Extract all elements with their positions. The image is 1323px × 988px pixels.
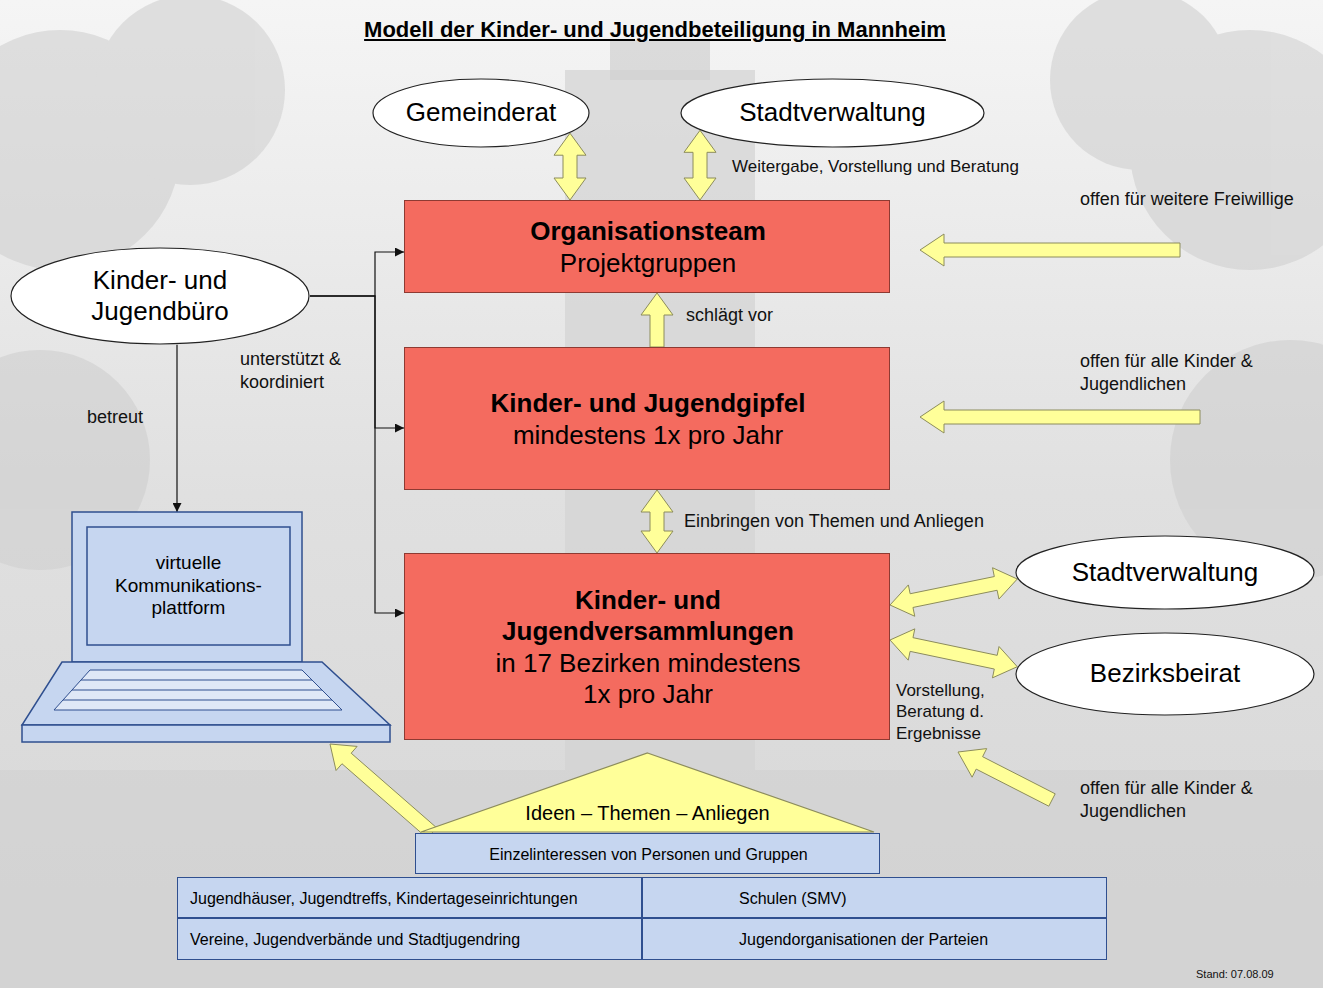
edge-label: betreut xyxy=(87,406,167,429)
office-ellipse: Kinder- und Jugendbüro xyxy=(10,247,310,345)
body-ellipse: Stadtverwaltung xyxy=(680,78,985,148)
source-box: Einzelinteressen von Personen und Gruppe… xyxy=(415,833,880,874)
edge-label: schlägt vor xyxy=(686,304,846,327)
node-text: Kinder- und Jugendgipfel xyxy=(491,388,806,419)
process-box: OrganisationsteamProjektgruppen xyxy=(404,200,890,293)
idea-triangle: Ideen – Themen – Anliegen xyxy=(420,752,875,833)
laptop-icon: virtuelle Kommunikations- plattform xyxy=(20,512,400,744)
node-content: Kinder- und Jugendversammlungenin 17 Bez… xyxy=(405,554,891,741)
ellipse-outline xyxy=(373,79,589,147)
note-label: offen für weitere Freiwillige xyxy=(1080,188,1300,211)
volunteer-arrow xyxy=(920,234,1180,266)
block-arrow xyxy=(684,130,716,200)
body-ellipse: Stadtverwaltung xyxy=(1015,535,1315,610)
node-content: Vereine, Jugendverbände und Stadtjugendr… xyxy=(178,919,643,961)
block-arrow xyxy=(554,133,586,200)
street-ground xyxy=(0,770,1323,988)
process-box: Kinder- und Jugendgipfelmindestens 1x pr… xyxy=(404,347,890,490)
tree-silhouettes xyxy=(0,0,1323,580)
process-box: Kinder- und Jugendversammlungenin 17 Bez… xyxy=(404,553,890,740)
node-text: Stadtverwaltung xyxy=(1072,557,1258,588)
node-text: Stadtverwaltung xyxy=(739,97,925,128)
node-text: Organisationsteam xyxy=(530,216,766,247)
node-content: Jugendhäuser, Jugendtreffs, Kindertagese… xyxy=(178,878,643,919)
triangle-outline xyxy=(421,753,874,832)
open-arrow xyxy=(958,749,1055,807)
node-text: Einzelinteressen von Personen und Gruppe… xyxy=(489,845,807,864)
date-stamp: Stand: 07.08.09 xyxy=(1196,968,1311,982)
note-label: offen für alle Kinder & Jugendlichen xyxy=(1080,350,1308,395)
node-content: Jugendorganisationen der Parteien xyxy=(643,919,1108,961)
source-box: Jugendorganisationen der Parteien xyxy=(642,918,1107,960)
node-content: Kinder- und Jugendgipfelmindestens 1x pr… xyxy=(405,348,891,491)
body-ellipse: Bezirksbeirat xyxy=(1015,632,1315,716)
laptop-edge xyxy=(22,725,390,742)
node-content: Bezirksbeirat xyxy=(1015,632,1315,716)
laptop-lid xyxy=(72,512,302,662)
node-content: virtuelle Kommunikations- plattform xyxy=(87,527,290,645)
connector-line xyxy=(310,252,404,296)
open-arrow xyxy=(920,401,1200,433)
node-content: Ideen – Themen – Anliegen xyxy=(420,794,875,832)
edge-label: Einbringen von Themen und Anliegen xyxy=(684,510,1044,533)
tower-top xyxy=(610,40,710,80)
body-ellipse: Gemeinderat xyxy=(372,78,590,148)
keyboard-row xyxy=(81,680,312,681)
keyboard-row xyxy=(72,690,322,691)
node-text: Ideen – Themen – Anliegen xyxy=(525,801,769,825)
diagram-title: Modell der Kinder- und Jugendbeteiligung… xyxy=(0,16,1310,44)
connector-line xyxy=(310,296,404,613)
node-content: Stadtverwaltung xyxy=(680,78,985,148)
node-content: Kinder- und Jugendbüro xyxy=(10,247,310,345)
node-content: Einzelinteressen von Personen und Gruppe… xyxy=(416,834,881,875)
node-text: virtuelle Kommunikations- plattform xyxy=(104,552,274,620)
node-text: Vereine, Jugendverbände und Stadtjugendr… xyxy=(190,930,520,949)
node-content: Gemeinderat xyxy=(372,78,590,148)
node-text: Jugendhäuser, Jugendtreffs, Kindertagese… xyxy=(190,889,578,908)
source-box: Jugendhäuser, Jugendtreffs, Kindertagese… xyxy=(177,877,642,918)
laptop-screen xyxy=(87,527,290,645)
connector-line xyxy=(176,345,177,512)
node-text: in 17 Bezirken mindestens 1x pro Jahr xyxy=(483,648,813,710)
note-label: offen für alle Kinder & Jugendlichen xyxy=(1080,777,1308,822)
ellipse-outline xyxy=(11,248,309,344)
ellipse-outline xyxy=(681,79,984,147)
block-arrow xyxy=(641,293,673,347)
keyboard-row xyxy=(63,700,332,701)
block-arrow xyxy=(641,490,673,553)
laptop-keyboard xyxy=(54,670,342,710)
node-text: Projektgruppen xyxy=(560,248,736,279)
edge-label: unterstützt & koordiniert xyxy=(240,348,368,393)
edge-label: Vorstellung, Beratung d. Ergebnisse xyxy=(896,680,1008,744)
edge-label: Weitergabe, Vorstellung und Beratung xyxy=(732,156,1102,177)
block-arrow xyxy=(890,568,1017,617)
node-text: Jugendorganisationen der Parteien xyxy=(739,930,988,949)
block-arrow xyxy=(890,629,1017,678)
node-text: Bezirksbeirat xyxy=(1090,658,1240,689)
node-text: Kinder- und Jugendversammlungen xyxy=(488,585,808,647)
node-text: Kinder- und Jugendbüro xyxy=(50,265,270,327)
node-content: OrganisationsteamProjektgruppen xyxy=(405,201,891,294)
ellipse-outline xyxy=(1016,633,1314,715)
laptop-base xyxy=(22,662,390,725)
shape-outline xyxy=(20,512,400,744)
node-content: Schulen (SMV) xyxy=(643,878,1108,919)
node-text: mindestens 1x pro Jahr xyxy=(513,420,783,451)
node-text: Schulen (SMV) xyxy=(739,889,847,908)
node-text: Gemeinderat xyxy=(406,97,556,128)
source-box: Vereine, Jugendverbände und Stadtjugendr… xyxy=(177,918,642,960)
block-arrow xyxy=(330,744,437,838)
source-box: Schulen (SMV) xyxy=(642,877,1107,918)
ellipse-outline xyxy=(1016,536,1314,609)
node-content: Stadtverwaltung xyxy=(1015,535,1315,610)
